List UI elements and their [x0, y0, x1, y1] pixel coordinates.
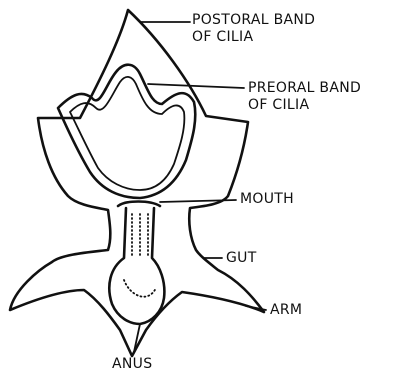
- label-gut: GUT: [226, 250, 257, 267]
- body-outline: [10, 10, 264, 356]
- label-anus: ANUS: [112, 356, 152, 373]
- label-preoral-line1: PREORAL BAND: [248, 80, 361, 97]
- gut-outline: [109, 208, 164, 324]
- label-preoral-line2: OF CILIA: [248, 97, 361, 114]
- leader-mouth: [160, 200, 236, 202]
- label-mouth: MOUTH: [240, 191, 294, 208]
- label-preoral-band: PREORAL BAND OF CILIA: [248, 80, 361, 114]
- label-arm: ARM: [270, 302, 302, 319]
- leader-preoral: [148, 84, 244, 88]
- label-postoral-line1: POSTORAL BAND: [192, 12, 315, 29]
- label-postoral-band: POSTORAL BAND OF CILIA: [192, 12, 315, 46]
- label-postoral-line2: OF CILIA: [192, 29, 315, 46]
- mouth-opening: [118, 202, 160, 207]
